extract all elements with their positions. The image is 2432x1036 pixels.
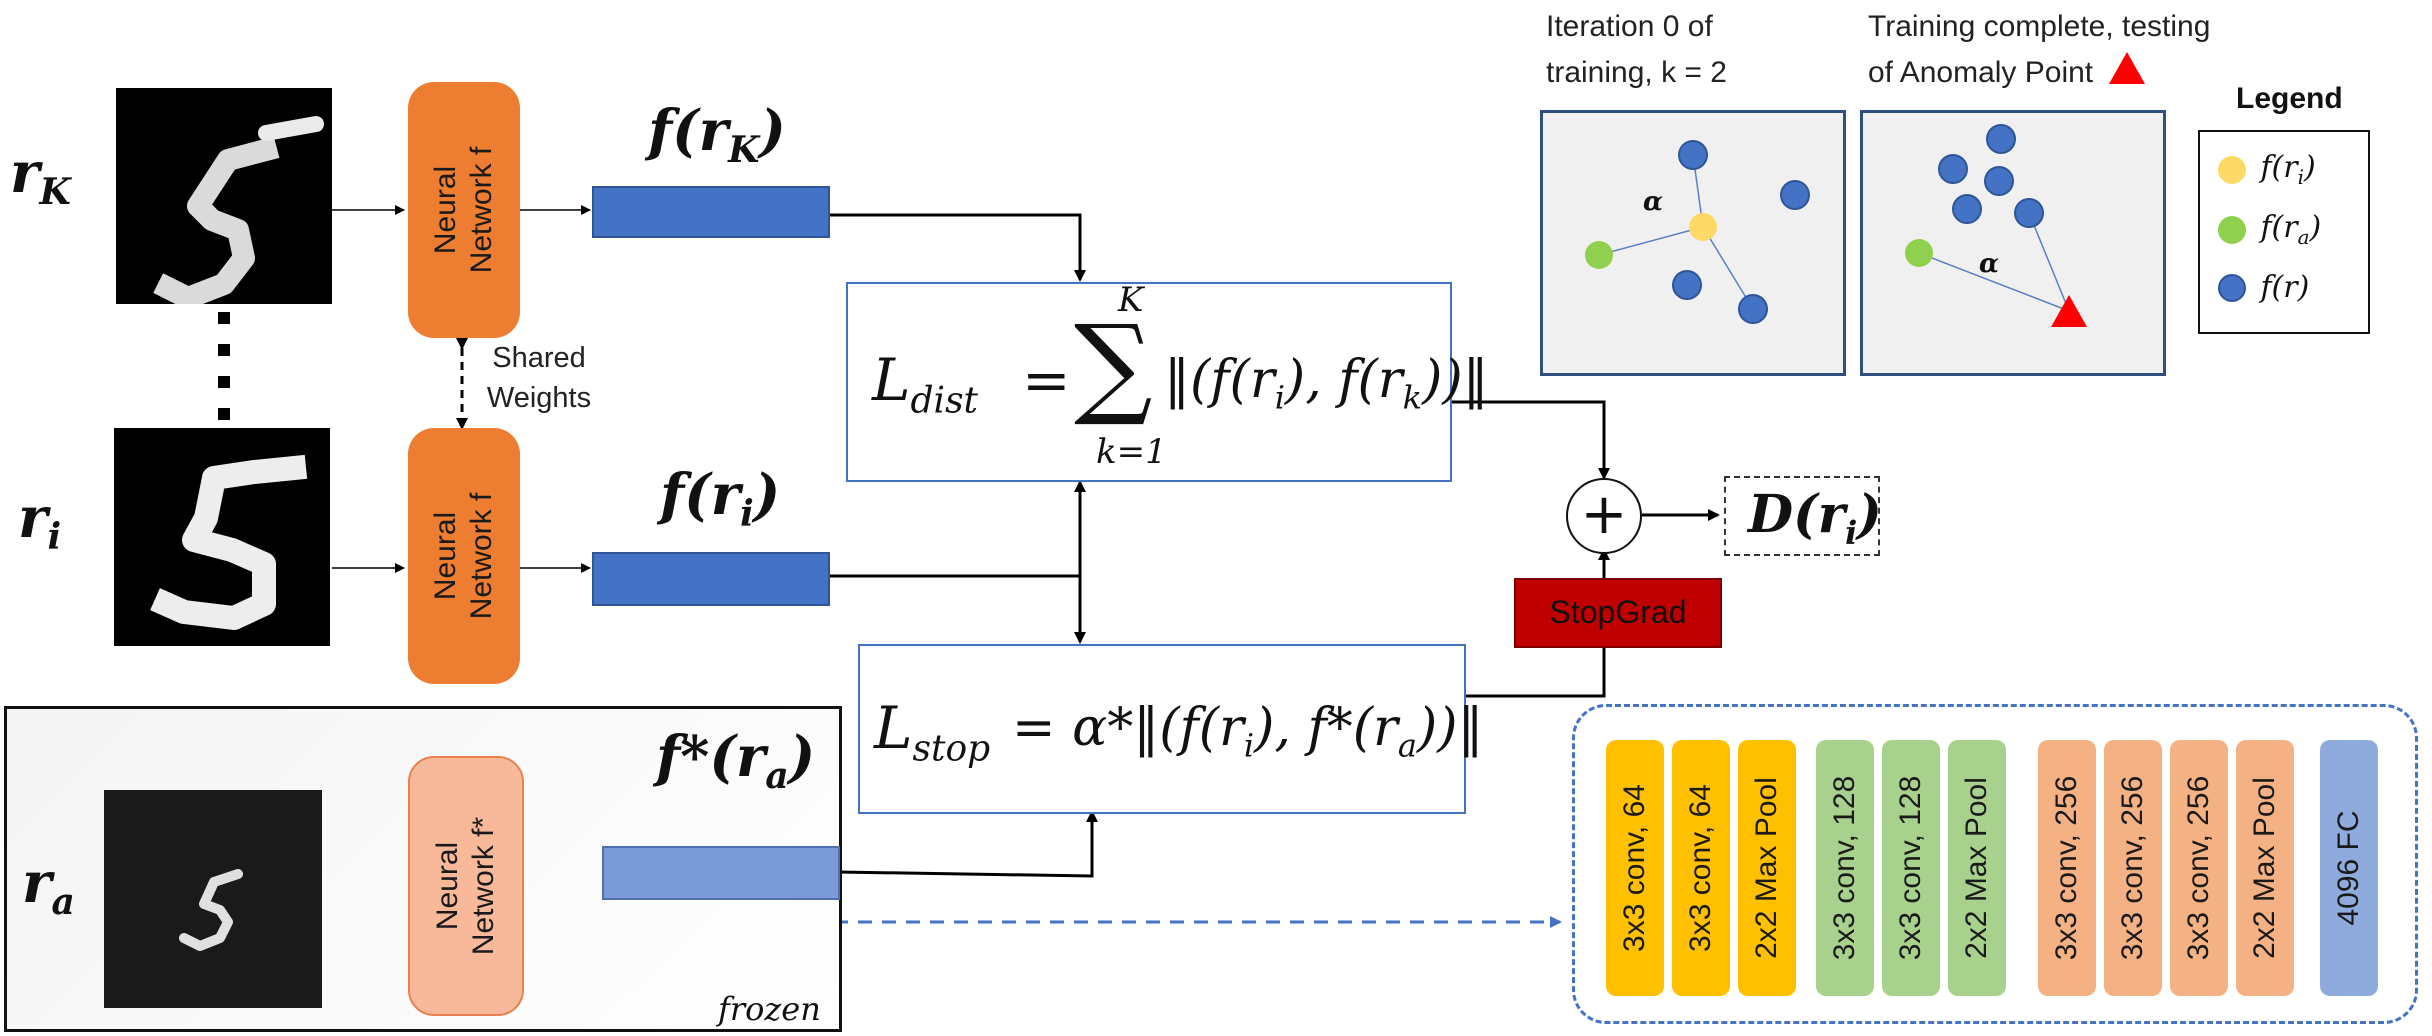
legend-dot-yellow <box>2218 155 2246 184</box>
label-ra: ra <box>22 850 75 924</box>
label-fK-sub: K <box>728 129 760 172</box>
lstop-sub: stop <box>912 728 991 770</box>
legend-item-fr: f(r) <box>2218 270 2309 305</box>
vgg-layer: 2x2 Max Pool <box>1948 740 2006 996</box>
vgg-layer: 3x3 conv, 128 <box>1882 740 1940 996</box>
feature-vector-fa <box>602 846 840 900</box>
arrow-fK-to-ldist <box>826 213 1086 282</box>
vgg-layer-label: 2x2 Max Pool <box>1750 777 1783 959</box>
vgg-layer-label: 4096 FC <box>2332 810 2365 926</box>
legend-dot-blue <box>2218 273 2246 302</box>
vgg-architecture-panel <box>1572 704 2418 1024</box>
nn-frozen-label: Neural Network f* <box>431 816 500 956</box>
anomaly-triangle-icon <box>2109 52 2146 84</box>
ldist-rhs: ‖(f(ri), f(rk))‖ <box>1164 350 1489 417</box>
nn-mid-label: Neural Network f <box>429 492 498 620</box>
vgg-layer: 3x3 conv, 256 <box>2170 740 2228 996</box>
vgg-layer-label: 3x3 conv, 256 <box>2050 775 2083 961</box>
neural-network-f-top: Neural Network f <box>408 82 520 338</box>
nn-top-label: Neural Network f <box>429 146 498 274</box>
ldist-sub: dist <box>910 380 979 422</box>
label-fi: f(ri) <box>660 462 781 536</box>
embedding-plot-right <box>1905 124 2087 327</box>
vgg-layer-label: 2x2 Max Pool <box>2248 777 2281 959</box>
label-rK-sub: K <box>39 171 71 214</box>
vgg-layer: 3x3 conv, 64 <box>1672 740 1730 996</box>
vgg-layer-label: 3x3 conv, 256 <box>2182 775 2215 961</box>
sum-node: + <box>1566 478 1642 554</box>
feature-vector-fi <box>592 552 830 606</box>
sum-bottom: k=1 <box>1096 432 1167 472</box>
feature-vector-fK <box>592 186 830 238</box>
label-fa: f*(ra) <box>656 724 816 798</box>
vgg-layer-label: 3x3 conv, 64 <box>1618 784 1651 952</box>
label-ri: ri <box>18 485 62 559</box>
panel-right-title: Training complete, testing of Anomaly Po… <box>1868 10 2211 89</box>
output-box: D(ri) <box>1724 476 1882 556</box>
digit-image-ri <box>114 428 330 646</box>
vgg-layer-label: 3x3 conv, 128 <box>1894 775 1927 961</box>
alpha-right: α <box>1979 249 2000 279</box>
lstop-rhs: = α*‖(f(ri), f*(ra))‖ <box>1012 698 1484 765</box>
neural-network-f-mid: Neural Network f <box>408 428 520 684</box>
label-ra-sub: a <box>51 881 75 924</box>
arrow-ldist-to-plus <box>1450 400 1610 480</box>
vgg-layer-label: 3x3 conv, 64 <box>1684 784 1717 952</box>
digit-image-rK <box>116 88 332 309</box>
line-lstop-to-stopgrad <box>1464 644 1606 698</box>
lstop-L: Lstop <box>874 694 991 770</box>
vgg-layer: 4096 FC <box>2320 740 2378 996</box>
loss-dist-box: Ldist = K ∑ k=1 ‖(f(ri), f(rk))‖ <box>846 280 1489 482</box>
ldist-L: Ldist <box>872 346 979 422</box>
output-label: D(ri) <box>1748 484 1882 552</box>
label-fK: f(rK) <box>648 98 786 172</box>
alpha-left: α <box>1643 187 1664 217</box>
ldist-equals: = <box>1022 346 1071 414</box>
label-fa-sub: a <box>765 755 789 798</box>
legend-item-fra: f(ra) <box>2218 210 2321 249</box>
vgg-layer: 3x3 conv, 256 <box>2038 740 2096 996</box>
legend-dot-green <box>2218 215 2246 244</box>
digit-image-ra <box>104 790 322 1008</box>
label-fi-sub: i <box>740 493 754 536</box>
arrow-fa-to-lstop <box>837 810 1098 878</box>
embedding-panel-anomaly: α <box>1860 110 2166 376</box>
stopgrad-block: StopGrad <box>1514 578 1722 648</box>
loss-stop-box: Lstop = α*‖(f(ri), f*(ra))‖ <box>858 644 1484 814</box>
vgg-layer-label: 3x3 conv, 256 <box>2116 775 2149 961</box>
panel-left-title: Iteration 0 of training, k = 2 <box>1546 10 1727 89</box>
vgg-layer: 2x2 Max Pool <box>2236 740 2294 996</box>
vgg-layer-label: 2x2 Max Pool <box>1960 777 1993 959</box>
label-rK: rK <box>10 140 71 214</box>
vgg-layer: 3x3 conv, 256 <box>2104 740 2162 996</box>
legend-item-fri: f(ri) <box>2218 150 2316 189</box>
neural-network-f-star: Neural Network f* <box>408 756 524 1016</box>
label-ri-sub: i <box>47 516 62 559</box>
sum-top: K <box>1118 280 1144 320</box>
legend-box: f(ri) f(ra) f(r) <box>2198 130 2370 334</box>
embedding-plot-left <box>1585 140 1810 324</box>
sum-symbol: ∑ <box>1074 301 1153 429</box>
vgg-layer: 3x3 conv, 128 <box>1816 740 1874 996</box>
frozen-label: frozen <box>718 990 821 1028</box>
vgg-layer-label: 3x3 conv, 128 <box>1828 775 1861 961</box>
vgg-layer: 2x2 Max Pool <box>1738 740 1796 996</box>
embedding-panel-iteration0: α <box>1540 110 1846 376</box>
legend-title: Legend <box>2236 82 2343 115</box>
vgg-layer: 3x3 conv, 64 <box>1606 740 1664 996</box>
shared-weights-label: Shared Weights <box>486 342 592 414</box>
